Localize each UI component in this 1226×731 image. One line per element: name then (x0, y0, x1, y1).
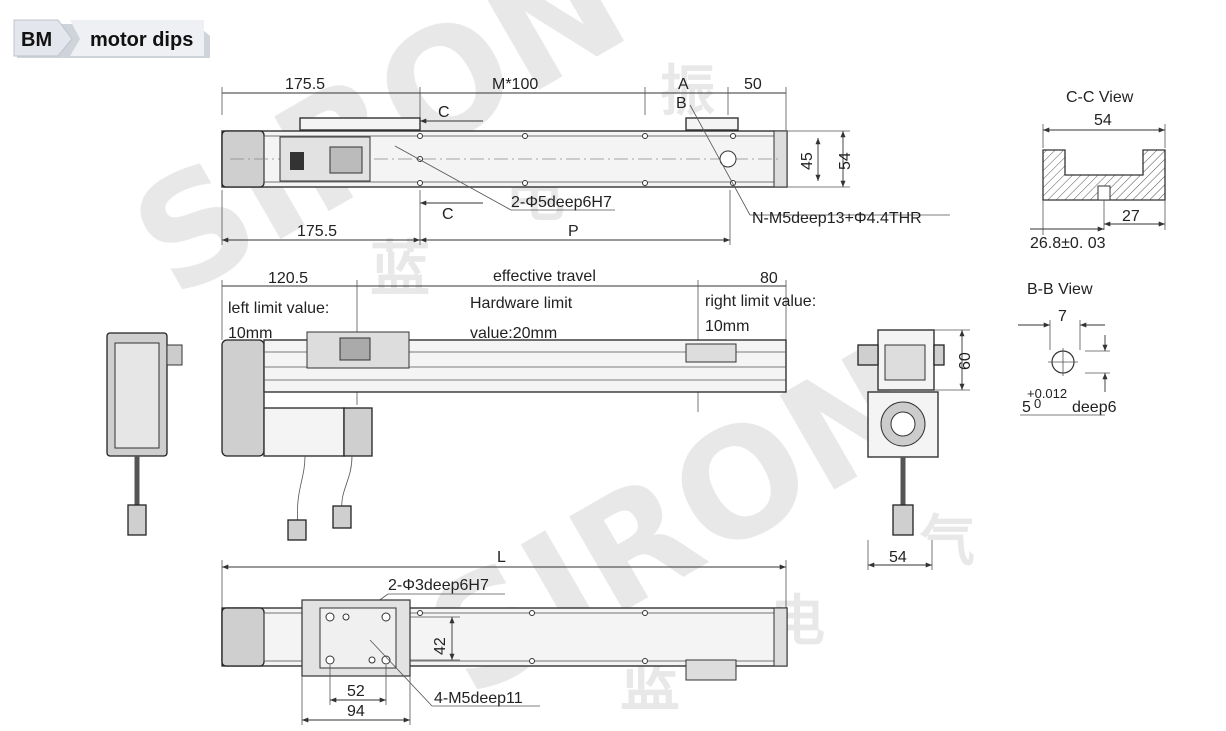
dim-175-5-top: 175.5 (285, 76, 325, 93)
watermark-char-3: 气 (920, 509, 975, 573)
dim-m100: M*100 (492, 76, 538, 93)
dim-a: A (678, 76, 689, 93)
cc-view-title: C-C View (1066, 89, 1134, 106)
right-end-view: 60 54 (857, 329, 974, 570)
dim-80: 80 (760, 270, 778, 287)
dim-42: 42 (432, 637, 449, 655)
watermark-char-4: 振 (660, 59, 715, 123)
cc-dim-54: 54 (1094, 112, 1112, 129)
right-limit-label: right limit value: (705, 293, 816, 310)
bb-tolerance-low: 0 (1034, 396, 1041, 411)
cc-view: C-C View 54 27 26.8±0. 03 (1030, 89, 1166, 252)
hw-limit-value: value:20mm (470, 325, 557, 342)
dim-54-top: 54 (837, 152, 854, 170)
dim-175-5-bottom: 175.5 (297, 223, 337, 240)
cc-dim-26-8: 26.8±0. 03 (1030, 235, 1106, 252)
dim-effective-travel: effective travel (493, 268, 596, 285)
right-limit-value: 10mm (705, 318, 749, 335)
cc-dim-27: 27 (1122, 208, 1140, 225)
bottom-view: L 2-Φ3deep6H7 42 52 94 (221, 549, 788, 725)
badge-label: BM (21, 29, 52, 51)
hw-limit-label: Hardware limit (470, 295, 573, 312)
dim-120-5: 120.5 (268, 270, 308, 287)
left-limit-label: left limit value: (228, 300, 329, 317)
dim-45: 45 (799, 152, 816, 170)
dim-50: 50 (744, 76, 762, 93)
note-thread-bottom: 4-M5deep11 (434, 690, 523, 707)
note-holes-top: 2-Φ5deep6H7 (511, 194, 612, 211)
header-badge: BM motor dips (13, 19, 210, 58)
dim-60: 60 (957, 352, 974, 370)
bb-view-title: B-B View (1027, 281, 1093, 298)
dim-54-end: 54 (889, 549, 907, 566)
note-thread-top: N-M5deep13+Φ4.4THR (752, 210, 922, 227)
dim-b: B (676, 95, 687, 112)
bb-tolerance: +0.012 (1027, 386, 1067, 401)
bb-dim-7: 7 (1058, 308, 1067, 325)
side-view: 120.5 effective travel 80 left limit val… (221, 268, 816, 541)
note-holes-bottom: 2-Φ3deep6H7 (388, 577, 489, 594)
dim-94: 94 (347, 703, 365, 720)
dim-p: P (568, 223, 579, 240)
left-limit-value: 10mm (228, 325, 272, 342)
bb-deep: deep6 (1072, 399, 1117, 416)
section-c-top: C (438, 104, 450, 121)
left-end-view (106, 332, 183, 536)
watermark-char-1: 蓝 (370, 235, 430, 305)
section-c-bottom: C (442, 206, 454, 223)
section-title: motor dips (90, 29, 193, 51)
dim-l: L (497, 549, 506, 566)
dim-52: 52 (347, 683, 365, 700)
top-view: 175.5 M*100 A 50 B C C (221, 76, 950, 245)
bb-dia: 5 (1022, 399, 1031, 416)
bb-view: B-B View 7 +0.012 5 0 deep6 (1018, 281, 1117, 416)
